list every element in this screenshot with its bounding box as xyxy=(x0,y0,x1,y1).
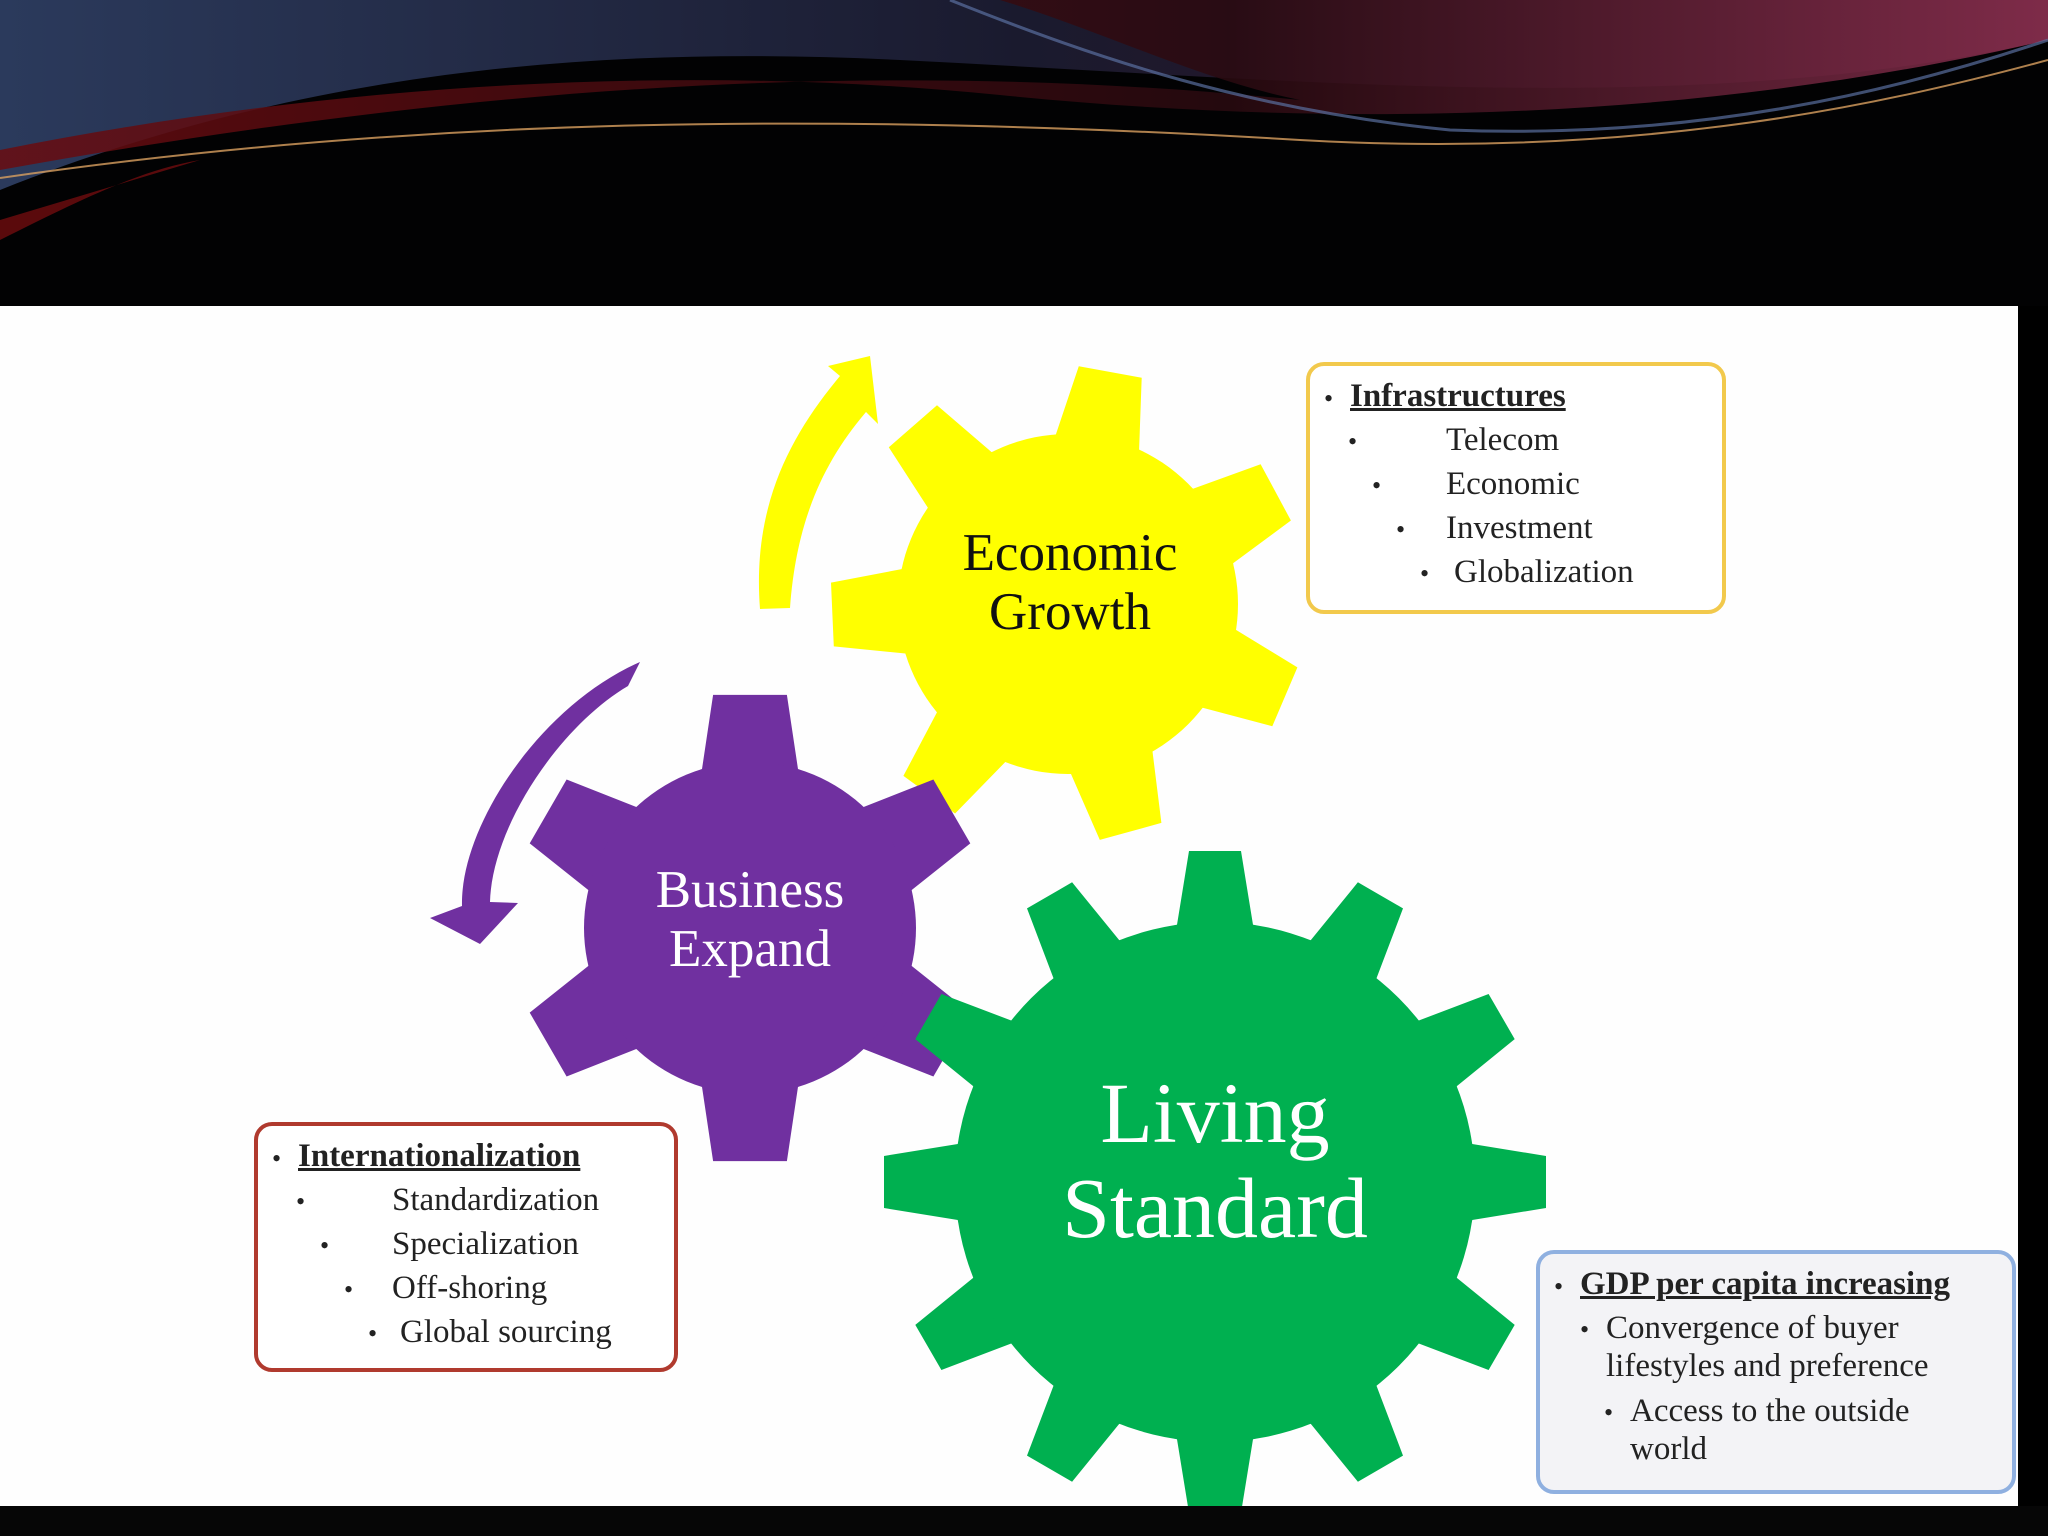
gdp-box: • GDP per capita increasing • Convergenc… xyxy=(1536,1250,2016,1494)
economic-growth-label: Economic Growth xyxy=(920,524,1220,643)
economic-growth-line2: Growth xyxy=(989,583,1151,642)
bullet-icon: • xyxy=(1372,471,1382,500)
living-standard-label: Living Standard xyxy=(990,1066,1440,1255)
infrastructures-heading: Infrastructures xyxy=(1350,378,1566,414)
infrastructures-item-2: Economic xyxy=(1446,466,1580,502)
gear-body xyxy=(955,922,1475,1442)
living-standard-line2: Standard xyxy=(1062,1159,1368,1256)
slide-canvas: Economic Growth Business Expand Living S… xyxy=(0,306,2018,1506)
gdp-heading: GDP per capita increasing xyxy=(1580,1266,1951,1302)
bullet-icon: • xyxy=(1324,384,1334,413)
internationalization-item-2: Specialization xyxy=(392,1226,579,1262)
bullet-icon: • xyxy=(1580,1315,1590,1344)
diagram-svg xyxy=(430,356,1546,1506)
cycle-arrow-icon xyxy=(758,356,878,609)
internationalization-item-3: Off-shoring xyxy=(392,1270,548,1306)
header-banner xyxy=(0,0,2048,306)
internationalization-item-1: Standardization xyxy=(392,1182,600,1218)
business-expand-line1: Business xyxy=(655,861,845,919)
bullet-icon: • xyxy=(320,1231,330,1260)
gdp-item-1-line-2: lifestyles and preference xyxy=(1606,1348,1929,1384)
bullet-icon: • xyxy=(1554,1272,1564,1301)
cycle-arrow-icon xyxy=(430,662,640,944)
living-standard-line1: Living xyxy=(1100,1065,1330,1161)
bullet-icon: • xyxy=(368,1319,378,1348)
business-expand-label: Business Expand xyxy=(610,861,890,980)
gdp-item-1-line-1: Convergence of buyer xyxy=(1606,1310,1899,1346)
gear-body xyxy=(584,762,916,1094)
infrastructures-item-1: Telecom xyxy=(1446,422,1560,458)
living-standard-gear xyxy=(884,851,1546,1506)
internationalization-item-4: Global sourcing xyxy=(400,1314,612,1350)
infrastructures-box: • Infrastructures • Telecom • Economic •… xyxy=(1306,362,1726,614)
bottom-bar xyxy=(0,1506,2048,1536)
bullet-icon: • xyxy=(1420,559,1430,588)
internationalization-heading: Internationalization xyxy=(298,1138,581,1174)
gdp-item-2-line-2: world xyxy=(1630,1431,1707,1467)
infrastructures-item-4: Globalization xyxy=(1454,554,1634,590)
business-expand-line2: Expand xyxy=(669,920,831,979)
bullet-icon: • xyxy=(1396,515,1406,544)
gdp-item-2-line-1: Access to the outside xyxy=(1630,1393,1910,1429)
bullet-icon: • xyxy=(1348,427,1358,456)
bullet-icon: • xyxy=(1604,1398,1614,1427)
bullet-icon: • xyxy=(272,1144,282,1173)
internationalization-box: • Internationalization • Standardization… xyxy=(254,1122,678,1372)
gear-body xyxy=(898,434,1238,774)
business-expand-gear xyxy=(529,694,971,1162)
bullet-icon: • xyxy=(344,1275,354,1304)
infrastructures-item-3: Investment xyxy=(1446,510,1593,546)
economic-growth-gear xyxy=(831,366,1298,840)
bullet-icon: • xyxy=(296,1187,306,1216)
economic-growth-line1: Economic xyxy=(962,524,1178,582)
